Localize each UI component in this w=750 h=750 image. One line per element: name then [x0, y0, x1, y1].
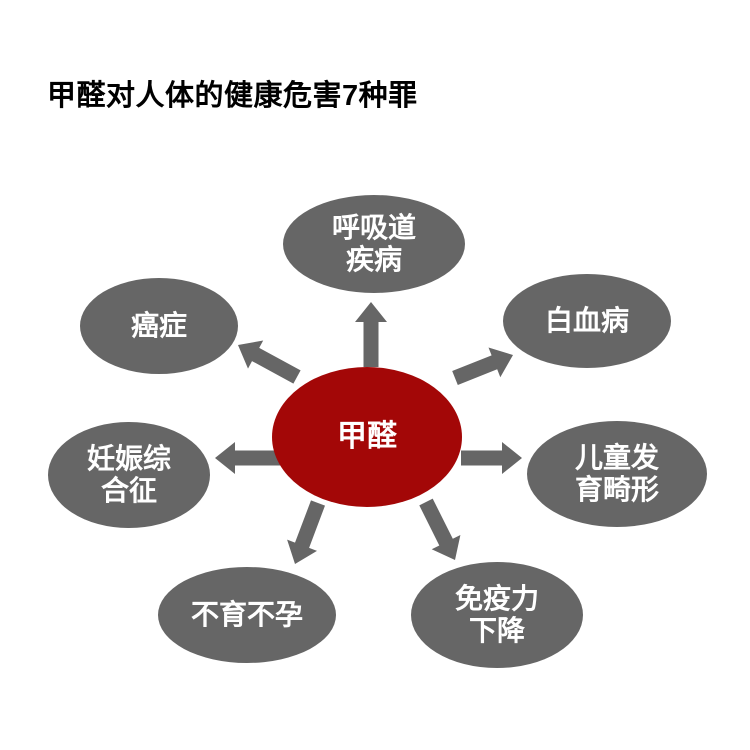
- node-label: 癌症: [130, 309, 187, 341]
- page-title: 甲醛对人体的健康危害7种罪: [47, 80, 418, 112]
- center-node-label: 甲醛: [337, 419, 397, 453]
- node-pregnancy-syndrome: 妊娠综 合征: [48, 422, 210, 528]
- center-node-formaldehyde: 甲醛: [272, 367, 462, 507]
- node-respiratory-disease: 呼吸道 疾病: [283, 195, 465, 293]
- node-leukemia: 白血病: [503, 274, 671, 368]
- node-child-developmental-deformity: 儿童发 育畸形: [527, 421, 707, 527]
- node-label: 白血病: [544, 304, 629, 336]
- node-label: 妊娠综 合征: [86, 442, 171, 506]
- arrow-to-leukemia: [452, 347, 513, 385]
- node-cancer: 癌症: [80, 278, 238, 374]
- arrow-to-cancer: [238, 340, 301, 384]
- node-label: 呼吸道 疾病: [331, 211, 416, 275]
- node-label: 儿童发 育畸形: [574, 441, 659, 505]
- node-label: 免疫力 下降: [454, 582, 539, 646]
- node-infertility: 不育不孕: [158, 567, 336, 663]
- arrow-to-infertility: [287, 500, 325, 564]
- arrow-to-respiratory-disease: [355, 302, 387, 367]
- node-label: 不育不孕: [190, 598, 303, 630]
- node-immunity-decline: 免疫力 下降: [411, 562, 583, 668]
- arrow-to-pregnancy-syndrome: [215, 442, 288, 474]
- arrow-to-child-deformity: [461, 442, 522, 474]
- arrow-to-immunity-decline: [419, 498, 461, 560]
